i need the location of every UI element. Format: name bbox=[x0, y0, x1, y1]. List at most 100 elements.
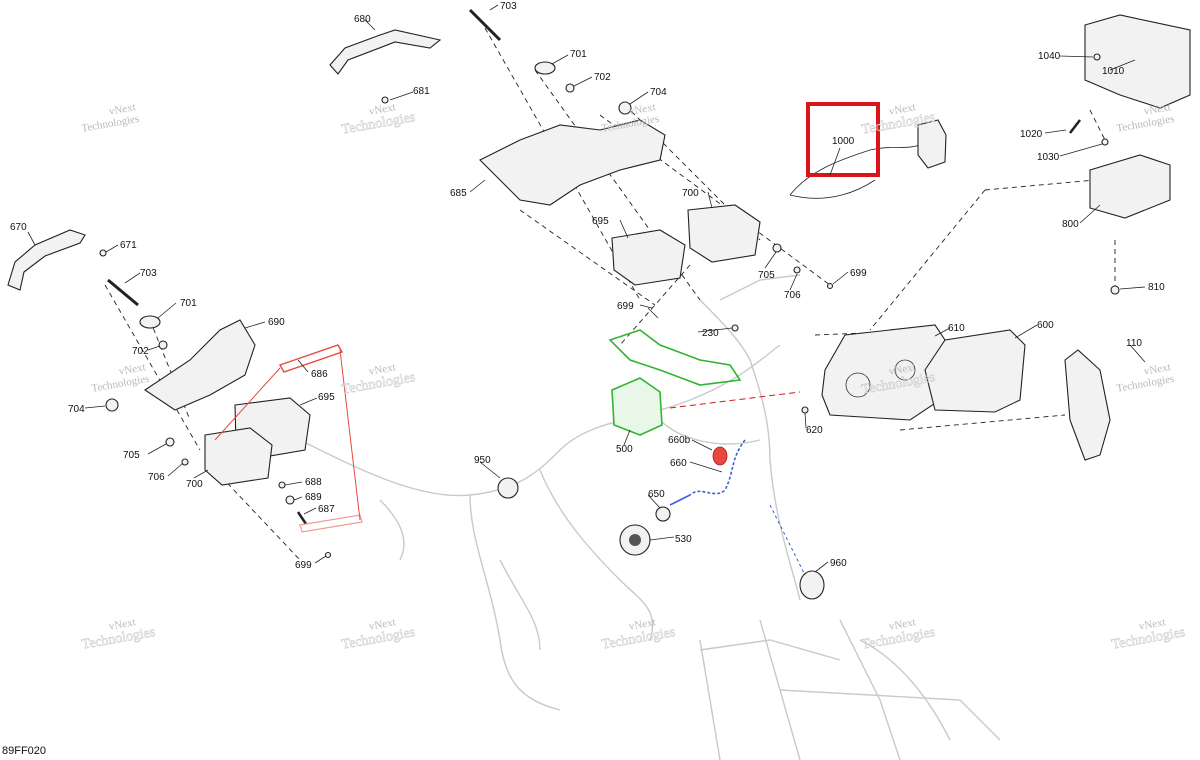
bolt-703-top bbox=[468, 8, 502, 42]
callout-689: 689 bbox=[305, 492, 322, 503]
callout-810: 810 bbox=[1148, 282, 1165, 293]
callout-500: 500 bbox=[616, 444, 633, 455]
screw-699-left bbox=[324, 551, 332, 559]
bumper-704-left bbox=[105, 398, 119, 412]
callout-695-top: 695 bbox=[592, 216, 609, 227]
watermark-line1: vNext bbox=[1143, 361, 1172, 377]
callout-695-left: 695 bbox=[318, 392, 335, 403]
callout-686: 686 bbox=[311, 369, 328, 380]
headlight-module-700-top bbox=[687, 204, 761, 263]
leader-lines bbox=[27, 4, 1146, 573]
nut-1030 bbox=[1101, 138, 1109, 146]
switch-assembly-500-highlighted bbox=[608, 329, 742, 436]
callout-660b: 660b bbox=[668, 435, 691, 446]
cap-660b bbox=[712, 446, 728, 466]
callout-699-left: 699 bbox=[295, 560, 312, 571]
callout-699-top-right: 699 bbox=[850, 268, 867, 279]
watermark-line1: vNext bbox=[1143, 101, 1172, 117]
callout-703-top: 703 bbox=[500, 1, 517, 12]
screw-699-top bbox=[826, 282, 834, 290]
callout-680: 680 bbox=[354, 14, 371, 25]
callout-110: 110 bbox=[1126, 338, 1142, 349]
nut-650 bbox=[655, 506, 671, 522]
callout-706-top: 706 bbox=[784, 290, 801, 301]
callout-1000: 1000 bbox=[832, 136, 855, 147]
callout-670: 670 bbox=[10, 222, 27, 233]
callout-706-left: 706 bbox=[148, 472, 165, 483]
watermark-line1: vNext bbox=[628, 616, 657, 632]
callout-688: 688 bbox=[305, 477, 322, 488]
watermark-line1: vNext bbox=[368, 101, 397, 117]
callout-703-left: 703 bbox=[140, 268, 157, 279]
callout-700-top: 700 bbox=[682, 188, 699, 199]
switch-harness-1000 bbox=[789, 119, 947, 199]
callout-701-top: 701 bbox=[570, 49, 587, 60]
callout-685: 685 bbox=[450, 188, 467, 199]
nut-702-top bbox=[565, 83, 575, 93]
highlight-box bbox=[806, 102, 880, 177]
screw-620 bbox=[801, 406, 809, 414]
callout-650: 650 bbox=[648, 489, 665, 500]
callout-681: 681 bbox=[413, 86, 430, 97]
callout-530: 530 bbox=[675, 534, 692, 545]
screw-706-left bbox=[181, 458, 189, 466]
callout-610: 610 bbox=[948, 323, 965, 334]
callout-1010: 1010 bbox=[1102, 66, 1125, 77]
support-bracket-680 bbox=[329, 29, 442, 75]
bracket-690 bbox=[144, 319, 256, 411]
display-600 bbox=[924, 329, 1026, 413]
screw-1020 bbox=[1069, 119, 1081, 134]
screw-810 bbox=[1110, 285, 1120, 295]
bracket-1010 bbox=[1084, 14, 1191, 109]
blue-dashed-guide bbox=[769, 504, 806, 576]
spring-689 bbox=[285, 495, 295, 505]
callout-labels: 680 681 703 701 702 704 685 700 695 699 … bbox=[10, 1, 1165, 571]
callout-1020: 1020 bbox=[1020, 129, 1043, 140]
screw-1040 bbox=[1093, 53, 1101, 61]
switch-950 bbox=[497, 477, 519, 499]
switch-960 bbox=[799, 570, 825, 600]
callout-702-left: 702 bbox=[132, 346, 149, 357]
bracket-685 bbox=[479, 119, 666, 206]
callout-1030: 1030 bbox=[1037, 152, 1060, 163]
watermark-line1: vNext bbox=[888, 101, 917, 117]
screw-706-top bbox=[793, 266, 801, 274]
bumper-704-top bbox=[618, 101, 632, 115]
callout-702-top: 702 bbox=[594, 72, 611, 83]
callout-690: 690 bbox=[268, 317, 285, 328]
screw-687 bbox=[296, 511, 308, 525]
callout-687: 687 bbox=[318, 504, 335, 515]
watermark-line1: vNext bbox=[118, 361, 147, 377]
washer-705-top bbox=[772, 243, 782, 253]
callout-671: 671 bbox=[120, 240, 137, 251]
lanyard-660 bbox=[669, 439, 746, 506]
bracket-110 bbox=[1064, 349, 1111, 461]
callout-704-left: 704 bbox=[68, 404, 85, 415]
watermark-line1: vNext bbox=[368, 361, 397, 377]
callout-705-left: 705 bbox=[123, 450, 140, 461]
callout-600: 600 bbox=[1037, 320, 1054, 331]
wiring-harness-ghost bbox=[299, 274, 1001, 760]
headlight-module-700-left bbox=[204, 427, 273, 486]
callout-950: 950 bbox=[474, 455, 491, 466]
washer-705-left bbox=[165, 437, 175, 447]
grommet-701-left bbox=[139, 315, 161, 329]
screw-671 bbox=[99, 249, 107, 257]
callout-700-left: 700 bbox=[186, 479, 203, 490]
callout-230: 230 bbox=[702, 328, 719, 339]
watermark-line1: vNext bbox=[888, 361, 917, 377]
grommet-688 bbox=[278, 481, 286, 489]
connector-230 bbox=[731, 324, 739, 332]
lens-686-highlighted bbox=[214, 344, 363, 533]
callout-620: 620 bbox=[806, 425, 823, 436]
callout-699-top-left: 699 bbox=[617, 301, 634, 312]
callout-660: 660 bbox=[670, 458, 687, 469]
screw-681 bbox=[381, 96, 389, 104]
nut-702-left bbox=[158, 340, 168, 350]
watermark-line1: vNext bbox=[368, 616, 397, 632]
callout-800: 800 bbox=[1062, 219, 1079, 230]
grommet-701-top bbox=[534, 61, 556, 75]
support-bracket-670 bbox=[7, 229, 86, 291]
figure-code: 89FF020 bbox=[2, 745, 47, 757]
